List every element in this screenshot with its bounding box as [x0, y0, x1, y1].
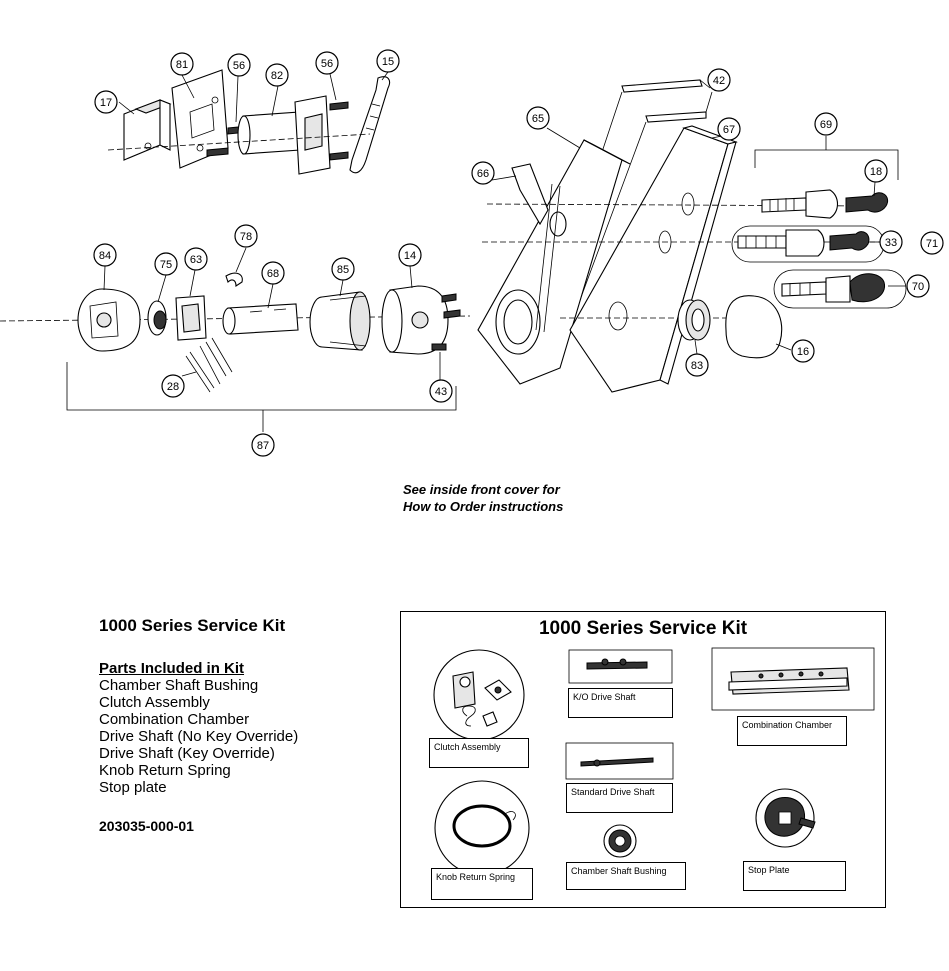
callout-number: 56 [233, 60, 245, 72]
callout-42: 42 [707, 68, 731, 92]
callout-84: 84 [93, 243, 117, 267]
callout-number: 28 [167, 381, 179, 393]
callout-number: 69 [820, 119, 832, 131]
clutch-assembly-label: Clutch Assembly [429, 738, 529, 768]
kit-part-item: Drive Shaft (No Key Override) [99, 728, 299, 745]
callout-number: 81 [176, 59, 188, 71]
callout-56: 56 [227, 53, 251, 77]
callout-66: 66 [471, 161, 495, 185]
kit-illustrations [433, 647, 875, 876]
callout-number: 70 [912, 281, 924, 293]
callout-18: 18 [864, 159, 888, 183]
callout-number: 85 [337, 264, 349, 276]
callout-number: 17 [100, 97, 112, 109]
callout-number: 63 [190, 254, 202, 266]
chamber-frame [711, 647, 875, 711]
callout-number: 33 [885, 237, 897, 249]
callout-number: 78 [240, 231, 252, 243]
callout-70: 70 [906, 274, 930, 298]
stop-plate-image [755, 788, 816, 848]
clutch-assembly-image [433, 649, 525, 741]
callout-number: 75 [160, 259, 172, 271]
callout-67: 67 [717, 117, 741, 141]
callouts: 17 81 56 82 56 15 65 42 67 69 66 18 71 33 70 84 75 63 78 68… [93, 49, 944, 457]
callout-number: 67 [723, 124, 735, 136]
callout-83: 83 [685, 353, 709, 377]
kit-contents-box: 1000 Series Service Kit [400, 611, 886, 908]
ko-shaft-frame [568, 649, 673, 684]
callout-number: 83 [691, 360, 703, 372]
callout-71: 71 [920, 231, 944, 255]
kit-part-item: Knob Return Spring [99, 762, 231, 779]
callout-69: 69 [814, 112, 838, 136]
callout-number: 15 [382, 56, 394, 68]
standard-shaft-frame [565, 742, 674, 780]
callout-number: 87 [257, 440, 269, 452]
stop-plate-label: Stop Plate [743, 861, 846, 891]
kit-part-item: Drive Shaft (Key Override) [99, 745, 275, 762]
parts-heading: Parts Included in Kit [99, 660, 245, 677]
callout-number: 56 [321, 58, 333, 70]
callout-43: 43 [429, 379, 453, 403]
kit-part-number: 203035-000-01 [99, 818, 194, 834]
standard-drive-shaft-image [580, 757, 654, 767]
callout-number: 84 [99, 250, 111, 262]
kit-part-item: Clutch Assembly [99, 694, 210, 711]
ko-drive-shaft-label: K/O Drive Shaft [568, 688, 673, 718]
combination-chamber-label: Combination Chamber [737, 716, 847, 746]
callout-65: 65 [526, 106, 550, 130]
callout-16: 16 [791, 339, 815, 363]
callout-56: 56 [315, 51, 339, 75]
callout-number: 82 [271, 70, 283, 82]
callout-78: 78 [234, 224, 258, 248]
callout-number: 18 [870, 166, 882, 178]
outer-plates-assembly [477, 79, 907, 393]
callout-82: 82 [265, 63, 289, 87]
chamber-assembly [0, 272, 471, 432]
callout-number: 65 [532, 113, 544, 125]
callout-75: 75 [154, 252, 178, 276]
callout-number: 68 [267, 268, 279, 280]
chamber-shaft-bushing-image [603, 824, 637, 858]
kit-part-item: Chamber Shaft Bushing [99, 677, 259, 694]
kit-description: 1000 Series Service Kit Parts Included i… [99, 616, 389, 834]
order-note: See inside front cover for How to Order … [403, 481, 563, 515]
callout-number: 66 [477, 168, 489, 180]
callout-81: 81 [170, 52, 194, 76]
ko-drive-shaft-image [586, 658, 648, 670]
leader-lines [103, 71, 906, 380]
callout-17: 17 [94, 90, 118, 114]
callout-14: 14 [398, 243, 422, 267]
callout-number: 43 [435, 386, 447, 398]
callout-68: 68 [261, 261, 285, 285]
latch-assembly [107, 69, 391, 175]
knob-return-spring-image [434, 780, 530, 876]
knob-return-spring-label: Knob Return Spring [431, 868, 533, 900]
callout-63: 63 [184, 247, 208, 271]
callout-85: 85 [331, 257, 355, 281]
callout-number: 42 [713, 75, 725, 87]
order-note-line-2: How to Order instructions [403, 499, 564, 514]
callout-33: 33 [879, 230, 903, 254]
callout-15: 15 [376, 49, 400, 73]
order-note-line-1: See inside front cover for [403, 482, 560, 497]
combination-chamber-image [728, 667, 850, 695]
callout-87: 87 [251, 433, 275, 457]
kit-part-item: Stop plate [99, 779, 167, 796]
chamber-shaft-bushing-label: Chamber Shaft Bushing [566, 862, 686, 890]
callout-number: 16 [797, 346, 809, 358]
callout-number: 14 [404, 250, 416, 262]
callout-number: 71 [926, 238, 938, 250]
kit-part-item: Combination Chamber [99, 711, 250, 728]
kit-title: 1000 Series Service Kit [99, 616, 286, 635]
standard-drive-shaft-label: Standard Drive Shaft [566, 783, 673, 813]
kit-box-title: 1000 Series Service Kit [538, 618, 748, 639]
callout-28: 28 [161, 374, 185, 398]
